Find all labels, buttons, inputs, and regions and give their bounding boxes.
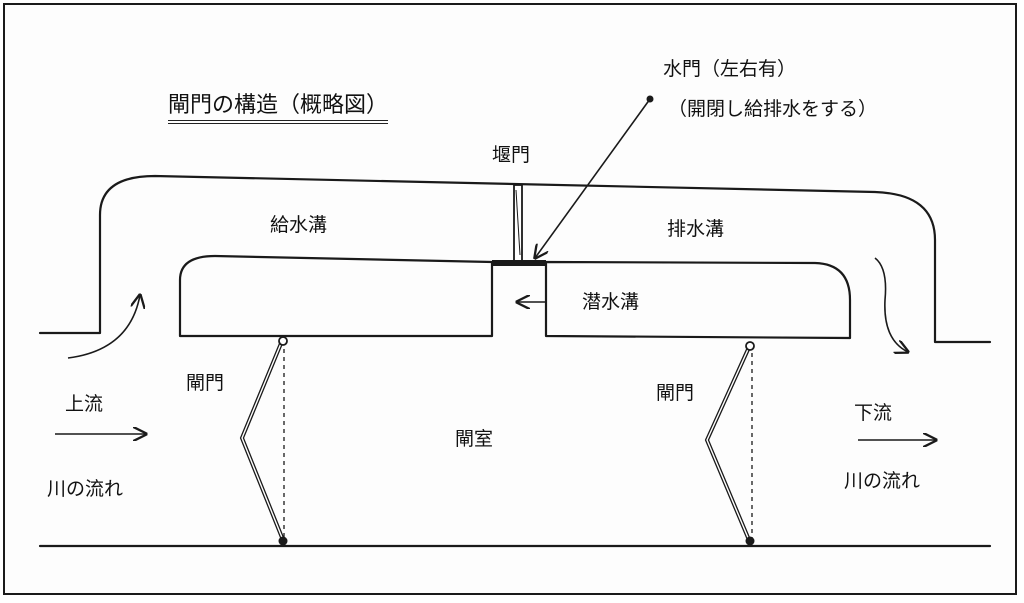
outflow-curve-arrow	[874, 257, 908, 352]
lock-gate-left-label: 閘門	[186, 372, 225, 394]
bypass-channel-inner-wall-right	[544, 260, 852, 340]
lock-gate-left	[239, 336, 288, 546]
river-flow-right-label: 川の流れ	[844, 470, 921, 492]
diagram-title: 閘門の構造（概略図）	[168, 95, 389, 124]
lock-gate-right	[704, 341, 755, 546]
submerged-channel-label: 潜水溝	[582, 291, 640, 313]
lock-gate-right-label: 閘門	[656, 382, 695, 404]
watergate-base	[492, 260, 546, 266]
watergate-pointer-arrow	[535, 98, 651, 258]
lock-chamber-label: 閘室	[455, 428, 494, 450]
bypass-channel-outer-wall	[38, 174, 992, 344]
supply-channel-label: 給水溝	[270, 214, 328, 236]
bypass-channel-inner-wall-left	[178, 254, 494, 338]
weir-gate-label: 堰門	[492, 144, 531, 166]
river-flow-left-label: 川の流れ	[47, 478, 124, 500]
drain-channel-label: 排水溝	[667, 218, 725, 240]
watergate-title-label: 水門（左右有）	[663, 58, 797, 80]
watergate-description-label: （開閉し給排水をする）	[668, 98, 878, 120]
upstream-label: 上流	[65, 393, 104, 415]
diagram-frame	[3, 3, 1017, 595]
downstream-label: 下流	[854, 402, 893, 424]
inflow-curve-arrow	[67, 295, 140, 359]
